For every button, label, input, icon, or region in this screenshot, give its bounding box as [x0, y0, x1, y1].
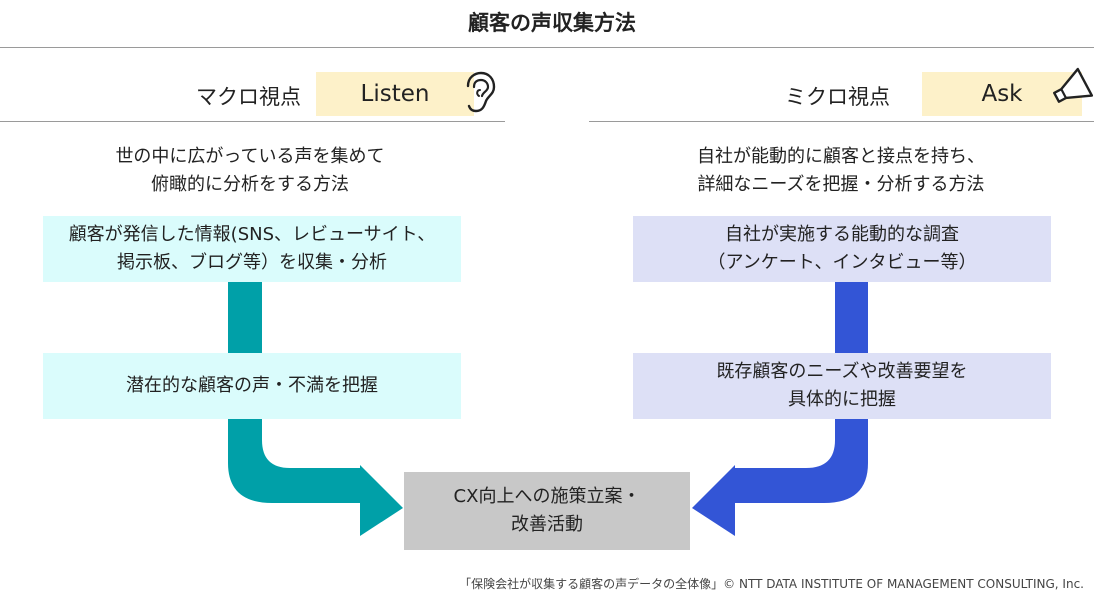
page-title: 顧客の声収集方法	[468, 11, 636, 35]
megaphone-icon	[1053, 67, 1094, 103]
left-curved-arrow	[228, 418, 403, 536]
macro-view-label: マクロ視点	[196, 85, 301, 109]
left-connector-arrow	[228, 280, 262, 355]
left-box1-line: 顧客が発信した情報(SNS、レビューサイト、	[68, 224, 436, 245]
right-box2-line: 具体的に把握	[787, 389, 896, 410]
listen-tag-label: Listen	[360, 81, 430, 107]
right-box1-line: （アンケート、インタビュー等）	[707, 252, 977, 273]
right-curved-arrow	[692, 418, 868, 536]
left-box2-line: 潜在的な顧客の声・不満を把握	[126, 375, 378, 396]
right-needs-box: 既存顧客のニーズや改善要望を 具体的に把握	[633, 353, 1051, 419]
left-description-line: 俯瞰的に分析をする方法	[151, 174, 349, 195]
right-box2-line: 既存顧客のニーズや改善要望を	[716, 361, 968, 382]
right-description-line: 詳細なニーズを把握・分析する方法	[697, 174, 985, 195]
left-box1-line: 掲示板、ブログ等）を収集・分析	[117, 252, 387, 273]
micro-view-label: ミクロ視点	[785, 85, 890, 109]
right-box1-line: 自社が実施する能動的な調査	[724, 224, 959, 245]
cx-improvement-box: CX向上への施策立案・ 改善活動	[404, 472, 690, 550]
ear-icon	[466, 71, 496, 113]
source-footer: 「保険会社が収集する顧客の声データの全体像」© NTT DATA INSTITU…	[459, 577, 1084, 591]
right-connector-arrow	[835, 280, 868, 355]
right-description: 自社が能動的に顧客と接点を持ち、 詳細なニーズを把握・分析する方法	[630, 143, 1052, 199]
right-header-divider	[589, 121, 1094, 122]
right-description-line: 自社が能動的に顧客と接点を持ち、	[697, 146, 985, 167]
left-header-divider	[0, 121, 505, 122]
title-divider	[0, 47, 1094, 48]
ask-tag-label: Ask	[981, 81, 1023, 107]
center-box-line: 改善活動	[511, 514, 583, 535]
left-description: 世の中に広がっている声を集めて 俯瞰的に分析をする方法	[40, 143, 460, 199]
left-insight-box: 潜在的な顧客の声・不満を把握	[43, 353, 461, 419]
left-description-line: 世の中に広がっている声を集めて	[115, 146, 385, 167]
right-survey-box: 自社が実施する能動的な調査 （アンケート、インタビュー等）	[633, 216, 1051, 282]
center-box-line: CX向上への施策立案・	[453, 486, 641, 507]
left-info-collection-box: 顧客が発信した情報(SNS、レビューサイト、 掲示板、ブログ等）を収集・分析	[43, 216, 461, 282]
listen-tag: Listen	[316, 72, 474, 116]
